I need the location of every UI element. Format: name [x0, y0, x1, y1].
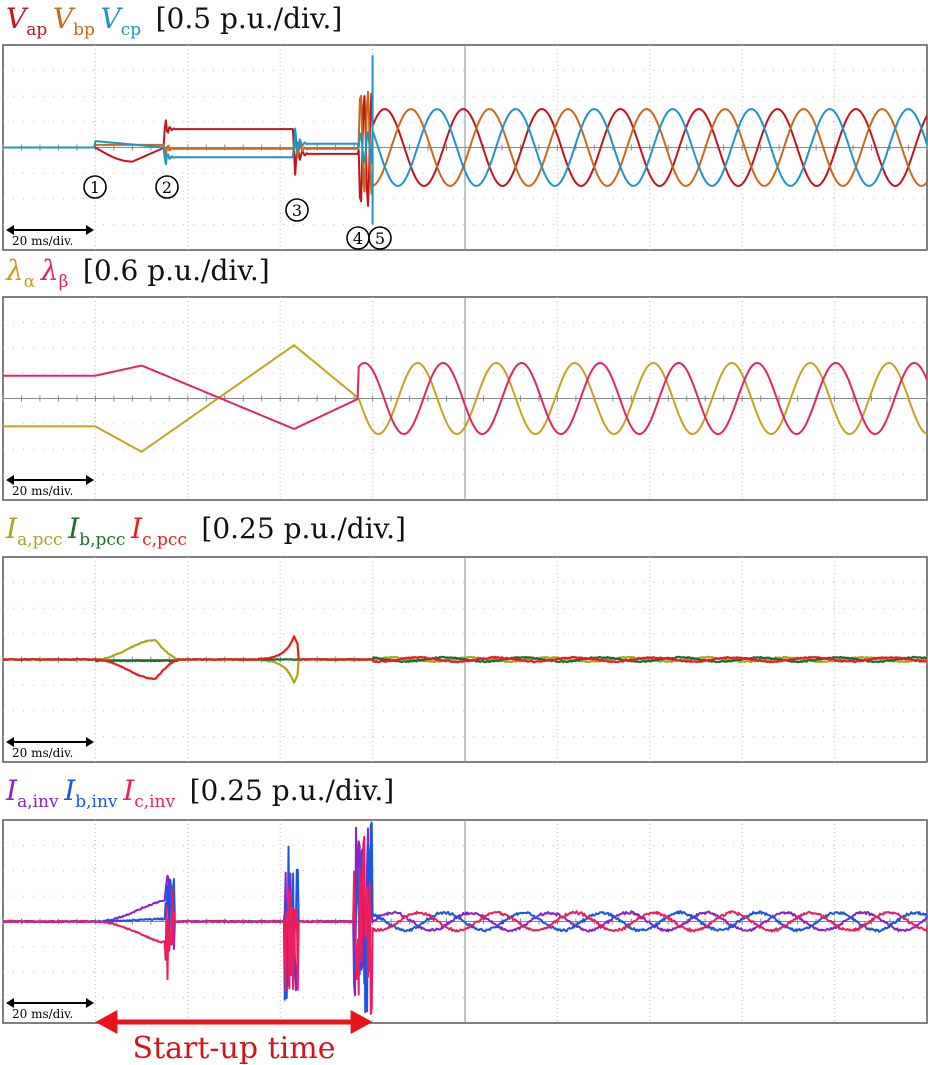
timebase-arrowhead-right	[86, 225, 94, 235]
timebase-arrowhead-left	[6, 225, 14, 235]
event-marker-1	[83, 175, 107, 199]
legend-symbol: V	[53, 2, 76, 35]
timebase-label: 20 ms/div.	[12, 484, 73, 498]
startup-arrowhead-left	[95, 1010, 118, 1034]
scale-label: [0.25 p.u./div.]	[193, 512, 406, 545]
timebase-label: 20 ms/div.	[12, 746, 73, 760]
legend-subscript: ap	[26, 20, 47, 40]
event-marker-label: 1	[90, 178, 100, 197]
legend-subscript: c,pcc	[142, 530, 187, 550]
timebase-box	[4, 473, 94, 499]
scale-label: [0.6 p.u./div.]	[74, 254, 270, 287]
startup-time-label: Start-up time	[133, 1031, 336, 1065]
startup-arrowhead-right	[350, 1010, 373, 1034]
event-marker-5	[368, 226, 392, 250]
timebase-arrowhead-right	[86, 998, 94, 1008]
legend-subscript: b,inv	[75, 792, 118, 812]
timebase-box	[4, 735, 94, 761]
event-marker-label: 3	[292, 201, 302, 220]
legend-symbol: I	[122, 774, 135, 807]
series-line-V_bp	[3, 90, 928, 195]
legend-symbol: I	[5, 512, 18, 545]
panel-1-grid: 20 ms/div.	[2, 44, 928, 251]
event-marker-3	[285, 198, 309, 222]
series-line-V_cp	[3, 108, 928, 187]
legend-subscript: α	[24, 272, 36, 292]
timebase-arrowhead-right	[86, 737, 94, 747]
legend-symbol: I	[67, 512, 80, 545]
timebase-arrowhead-right	[86, 475, 94, 485]
series-line-I_b,inv	[2, 821, 928, 1014]
series-line-λ_β	[3, 362, 928, 435]
panel-2-header: λα λβ [0.6 p.u./div.]	[5, 254, 270, 292]
scale-label: [0.25 p.u./div.]	[181, 774, 394, 807]
panel-2-grid: 20 ms/div.	[2, 296, 928, 501]
series-line-I_b,pcc	[2, 655, 928, 664]
timebase-arrowhead-left	[6, 475, 14, 485]
timebase-label: 20 ms/div.	[12, 1007, 73, 1021]
legend-subscript: bp	[73, 20, 95, 40]
timebase-box	[4, 996, 94, 1022]
series-line-λ_α	[3, 344, 928, 453]
event-marker-2	[155, 175, 179, 199]
series-line-I_c,inv	[2, 835, 928, 1015]
series-line-V_ap	[3, 92, 928, 207]
panel-1-header: Vap Vbp Vcp [0.5 p.u./div.]	[6, 2, 342, 40]
timebase-box	[4, 223, 94, 249]
event-marker-label: 2	[162, 178, 172, 197]
legend-symbol: I	[130, 512, 143, 545]
legend-subscript: c,inv	[134, 792, 175, 812]
legend-symbol: I	[5, 774, 18, 807]
event-marker-label: 5	[375, 229, 385, 248]
legend-subscript: cp	[121, 20, 142, 40]
legend-symbol: λ	[40, 254, 59, 287]
panel-4-header: Ia,inv Ib,inv Ic,inv [0.25 p.u./div.]	[5, 774, 394, 812]
legend-subscript: a,pcc	[17, 530, 62, 550]
legend-symbol: I	[63, 774, 76, 807]
timebase-arrowhead-left	[6, 737, 14, 747]
event-marker-label: 4	[353, 229, 363, 248]
legend-subscript: β	[59, 272, 69, 292]
timebase-arrowhead-left	[6, 998, 14, 1008]
legend-symbol: λ	[5, 254, 24, 287]
timebase-label: 20 ms/div.	[12, 234, 73, 248]
scale-label: [0.5 p.u./div.]	[147, 2, 343, 35]
legend-symbol: V	[6, 2, 29, 35]
legend-subscript: a,inv	[17, 792, 59, 812]
series-line-I_c,pcc	[2, 635, 928, 681]
legend-symbol: V	[100, 2, 123, 35]
panel-3-header: Ia,pcc Ib,pcc Ic,pcc [0.25 p.u./div.]	[5, 512, 406, 550]
legend-subscript: b,pcc	[79, 530, 125, 550]
